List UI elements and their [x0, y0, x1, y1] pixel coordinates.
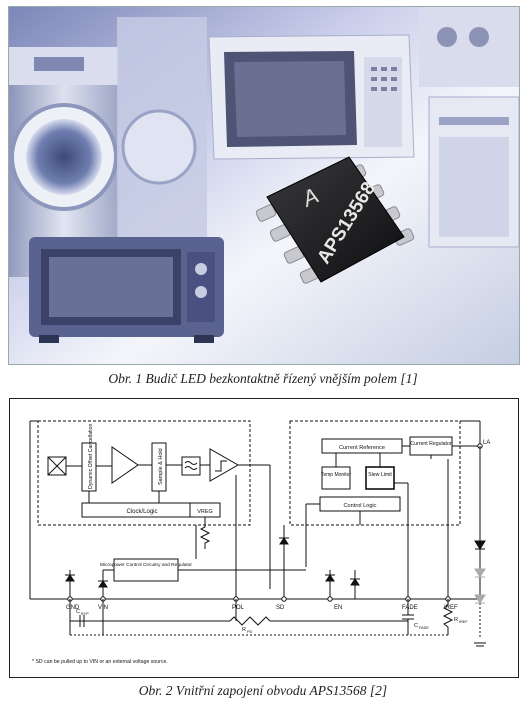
svg-text:FADE: FADE: [419, 626, 429, 630]
svg-text:PD: PD: [247, 630, 253, 634]
svg-text:Current Reference: Current Reference: [339, 445, 385, 451]
microwave-illustration: [208, 34, 415, 160]
svg-text:Dynamic Offset Cancellation: Dynamic Offset Cancellation: [88, 424, 94, 489]
svg-text:EN: EN: [334, 605, 342, 611]
figure-2-caption: Obr. 2 Vnitřní zapojení obvodu APS13568 …: [138, 683, 388, 698]
led-string: [474, 539, 486, 647]
svg-text:Current Regulator: Current Regulator: [410, 441, 452, 447]
dynamic-offset-block: Dynamic Offset Cancellation: [81, 424, 97, 492]
block-diagram-svg: Dynamic Offset Cancellation Sample & Hol…: [29, 420, 490, 665]
svg-text:Sample & Hold: Sample & Hold: [158, 448, 164, 485]
svg-text:BYP: BYP: [81, 612, 89, 616]
svg-text:Clock/Logic: Clock/Logic: [126, 509, 157, 515]
svg-text:IREF: IREF: [444, 605, 458, 611]
figure-1-caption: Obr. 1 Budič LED bezkontaktně řízený vně…: [108, 371, 418, 386]
slew-limit-block: Slew Limit: [365, 466, 395, 490]
svg-text:POL: POL: [232, 605, 245, 611]
ic-chip-illustration: A APS13568: [255, 156, 415, 284]
svg-text:Slew Limit: Slew Limit: [368, 472, 392, 478]
pin-en: [327, 596, 333, 602]
svg-text:R: R: [242, 627, 246, 633]
svg-text:Micropower Control Circuitry a: Micropower Control Circuitry and Regulat…: [100, 562, 192, 568]
svg-text:R: R: [454, 617, 458, 623]
svg-text:LA: LA: [483, 440, 490, 446]
svg-text:Temp Monitor: Temp Monitor: [321, 472, 352, 478]
washing-machine-illustration: [9, 47, 119, 277]
svg-text:SD: SD: [276, 605, 285, 611]
filter-block: [181, 456, 201, 476]
svg-text:C: C: [76, 609, 80, 615]
protection-diodes: [65, 537, 360, 588]
svg-text:GND: GND: [66, 605, 80, 611]
comparator-symbol: [209, 448, 240, 482]
pin-sd: [281, 596, 287, 602]
dryer-illustration: [117, 17, 207, 237]
svg-text:C: C: [414, 623, 418, 629]
stove-illustration: [419, 7, 519, 248]
current-reference-block: Current Reference: [321, 438, 403, 454]
amplifier-symbol: [111, 446, 139, 484]
appliances-photo-illustration: A APS13568: [9, 7, 519, 364]
vreg-block: VREG: [189, 502, 221, 518]
control-logic-block: Control Logic: [319, 496, 401, 512]
hall-element: [47, 456, 67, 476]
sample-hold-block: Sample & Hold: [151, 442, 167, 492]
control-region: [289, 420, 461, 526]
svg-text:IREF: IREF: [459, 620, 468, 624]
svg-text:Control Logic: Control Logic: [344, 503, 377, 509]
diagram-footnote: * SD can be pulled up to VIN or an exter…: [32, 659, 168, 665]
hall-sensor-region: [37, 420, 251, 526]
current-regulator-block: Current Regulator: [409, 436, 453, 456]
temp-monitor-block: Temp Monitor: [321, 466, 352, 490]
clock-logic-block: Clock/Logic: [81, 502, 203, 518]
product-photo: A APS13568: [8, 6, 520, 365]
svg-text:VREG: VREG: [197, 509, 213, 515]
vreg-resistor: [199, 517, 211, 549]
svg-text:FADE: FADE: [402, 605, 418, 611]
toaster-oven-illustration: [29, 237, 224, 343]
circuit-diagram: Dynamic Offset Cancellation Sample & Hol…: [9, 398, 519, 678]
